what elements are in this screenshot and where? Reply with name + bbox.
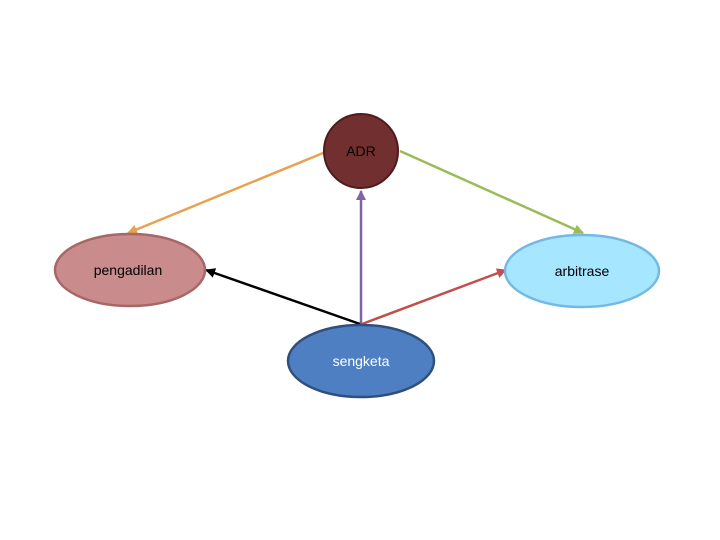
edge-adr-to-arbitrase [399, 149, 584, 235]
edge-sengketa-to-pengadilan [205, 268, 361, 326]
node-pengadilan-label: pengadilan [94, 262, 163, 278]
node-sengketa: sengketa [286, 323, 436, 399]
node-arbitrase-shape [503, 233, 661, 309]
node-sengketa-label: sengketa [333, 353, 390, 369]
node-arbitrase: arbitrase [503, 233, 661, 309]
node-sengketa-shape [286, 323, 436, 399]
edge-sengketa-to-arbitrase [361, 268, 507, 326]
node-adr: ADR [323, 113, 399, 189]
node-adr-label: ADR [346, 143, 376, 159]
node-pengadilan: pengadilan [53, 232, 207, 308]
edges-group [127, 149, 584, 326]
node-adr-shape [323, 113, 399, 189]
node-pengadilan-shape [53, 232, 207, 308]
edge-adr-to-pengadilan [127, 149, 329, 235]
node-arbitrase-label: arbitrase [555, 263, 610, 279]
